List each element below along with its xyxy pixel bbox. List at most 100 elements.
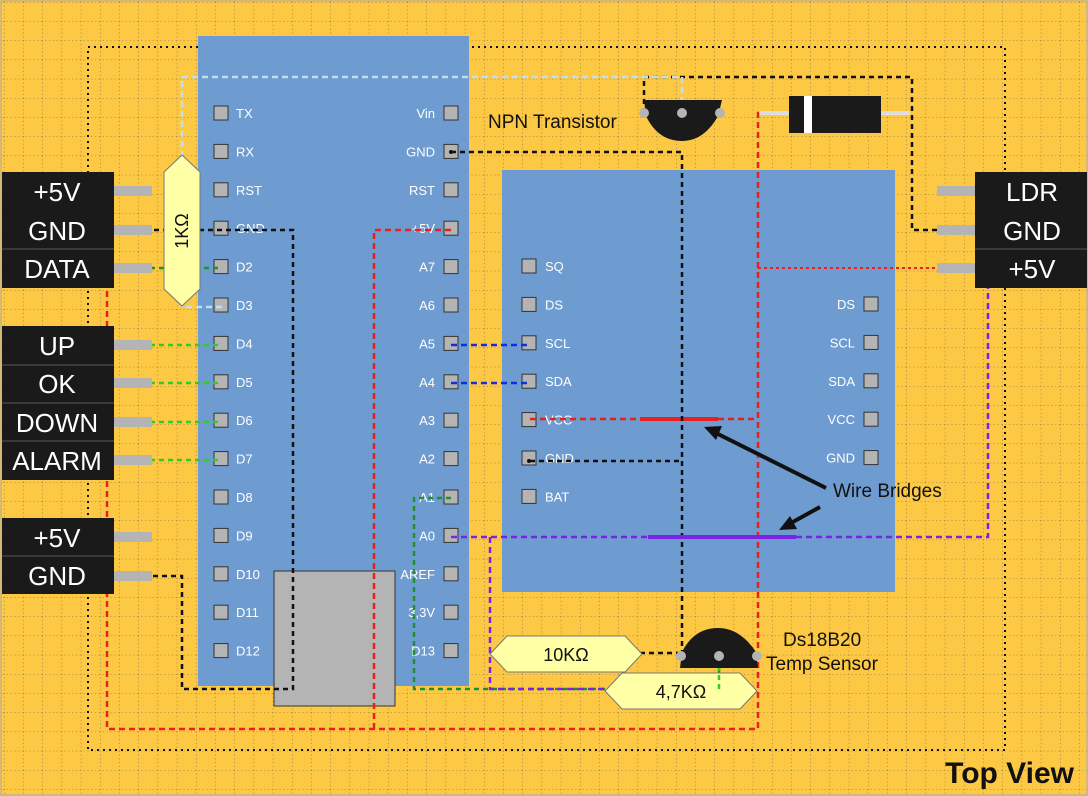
arduino-pin-label-left-4: D2 bbox=[236, 260, 253, 275]
arduino-pin-left-5 bbox=[213, 297, 229, 313]
rtc-pin-right-0 bbox=[863, 296, 879, 312]
ldr-connector: LDR GND +5V bbox=[937, 172, 1087, 288]
arduino-pin-left-2 bbox=[213, 182, 229, 198]
rtc-pin-label-left-2: SCL bbox=[545, 336, 570, 351]
arduino-pin-label-left-2: RST bbox=[236, 183, 262, 198]
arduino-pin-left-6 bbox=[213, 335, 229, 351]
arduino-pin-label-left-5: D3 bbox=[236, 298, 253, 313]
temp-sensor: Ds18B20 Temp Sensor bbox=[676, 628, 879, 675]
arduino-pin-left-3 bbox=[213, 220, 229, 236]
arduino-pin-label-right-13: 3,3V bbox=[408, 605, 435, 620]
rtc-pin-right-4 bbox=[863, 450, 879, 466]
rtc-module bbox=[502, 170, 895, 592]
arduino-pin-label-right-10: A1 bbox=[419, 490, 435, 505]
resistor-10k-label: 10KΩ bbox=[543, 645, 588, 665]
arduino-pin-right-9 bbox=[443, 451, 459, 467]
arduino-pin-right-0 bbox=[443, 105, 459, 121]
arduino-pin-left-11 bbox=[213, 527, 229, 543]
arduino-pin-label-right-3: +5V bbox=[412, 221, 436, 236]
rtc-pin-label-left-6: BAT bbox=[545, 489, 569, 504]
arduino-pin-label-right-4: A7 bbox=[419, 260, 435, 275]
resistor-1k: 1KΩ bbox=[163, 154, 201, 307]
arduino-pin-right-2 bbox=[443, 182, 459, 198]
resistor-1k-label: 1KΩ bbox=[172, 213, 192, 248]
arduino-pin-label-right-2: RST bbox=[409, 183, 435, 198]
arduino-pin-left-14 bbox=[213, 643, 229, 659]
arduino-pin-label-right-11: A0 bbox=[419, 528, 435, 543]
arduino-pin-label-left-7: D5 bbox=[236, 375, 253, 390]
arduino-pin-right-4 bbox=[443, 259, 459, 275]
arduino-pin-label-left-6: D4 bbox=[236, 336, 253, 351]
temp-sensor-label-2: Temp Sensor bbox=[766, 654, 879, 675]
arduino-pin-left-4 bbox=[213, 259, 229, 275]
arduino-pin-label-right-5: A6 bbox=[419, 298, 435, 313]
ldr-pin-gnd: GND bbox=[1003, 216, 1061, 246]
arduino-pin-right-14 bbox=[443, 643, 459, 659]
rtc-pin-label-right-4: GND bbox=[826, 451, 855, 466]
arduino-pin-right-6 bbox=[443, 335, 459, 351]
wire-10k-a0 bbox=[488, 537, 608, 691]
arduino-pin-label-right-0: Vin bbox=[416, 106, 435, 121]
rtc-pin-label-right-1: SCL bbox=[830, 335, 855, 350]
arduino-pin-label-right-9: A2 bbox=[419, 452, 435, 467]
temp-sensor-label-1: Ds18B20 bbox=[783, 630, 861, 651]
arduino-pin-label-left-0: TX bbox=[236, 106, 253, 121]
resistor-4k7: 4,7KΩ bbox=[604, 672, 758, 710]
display-pin-data: DATA bbox=[24, 254, 90, 284]
wire-transistor-ldr-gnd bbox=[642, 75, 950, 232]
button-label-ok: OK bbox=[38, 369, 76, 399]
power-connector: +5V GND bbox=[2, 518, 152, 594]
rtc-pin-label-left-1: DS bbox=[545, 297, 563, 312]
arduino-pin-label-left-3: GND bbox=[236, 221, 265, 236]
rtc-pin-right-2 bbox=[863, 373, 879, 389]
wire-gnd-transistor bbox=[451, 150, 684, 655]
ldr-pin-ldr: LDR bbox=[1006, 177, 1058, 207]
rtc-pin-left-2 bbox=[521, 335, 537, 351]
arduino-pins: TXRXRSTGNDD2D3D4D5D6D7D8D9D10D11D12VinGN… bbox=[213, 105, 459, 659]
resistor-4k7-label: 4,7KΩ bbox=[656, 682, 706, 702]
arduino-pin-label-right-7: A4 bbox=[419, 375, 435, 390]
arduino-pin-left-9 bbox=[213, 451, 229, 467]
rtc-pin-left-3 bbox=[521, 373, 537, 389]
display-pin-gnd: GND bbox=[28, 216, 86, 246]
arduino-pin-label-left-10: D8 bbox=[236, 490, 253, 505]
arduino-pin-left-1 bbox=[213, 143, 229, 159]
arduino-pin-label-left-9: D7 bbox=[236, 452, 253, 467]
arduino-pin-label-left-8: D6 bbox=[236, 413, 253, 428]
arduino-pin-right-5 bbox=[443, 297, 459, 313]
arduino-pin-left-13 bbox=[213, 604, 229, 620]
arduino-pin-label-left-11: D9 bbox=[236, 528, 253, 543]
pin-dot-1 bbox=[527, 459, 531, 463]
arduino-pin-right-3 bbox=[443, 220, 459, 236]
arduino-pin-right-13 bbox=[443, 604, 459, 620]
arduino-pin-label-left-14: D12 bbox=[236, 644, 260, 659]
rtc-pin-left-1 bbox=[521, 296, 537, 312]
rtc-pin-label-right-3: VCC bbox=[828, 412, 855, 427]
button-label-down: DOWN bbox=[16, 408, 98, 438]
rtc-pin-right-1 bbox=[863, 334, 879, 350]
display-connector: +5V GND DATA bbox=[2, 172, 152, 288]
arduino-pin-right-8 bbox=[443, 412, 459, 428]
rtc-pin-label-right-2: SDA bbox=[828, 374, 855, 389]
page-title: Top View bbox=[945, 757, 1075, 790]
rtc-pin-label-left-5: GND bbox=[545, 451, 574, 466]
rtc-pin-label-left-0: SQ bbox=[545, 259, 564, 274]
rtc-pin-label-left-4: VCC bbox=[545, 413, 572, 428]
arduino-pin-label-right-1: GND bbox=[406, 144, 435, 159]
wire-bridges-annotation: Wire Bridges bbox=[704, 426, 942, 530]
arduino-pin-right-12 bbox=[443, 566, 459, 582]
rtc-pin-left-6 bbox=[521, 488, 537, 504]
arduino-pin-label-left-1: RX bbox=[236, 144, 254, 159]
resistor-10k: 10KΩ bbox=[489, 635, 643, 673]
outer-gnd-rail bbox=[87, 46, 1006, 751]
button-label-up: UP bbox=[39, 331, 75, 361]
arduino-pin-right-11 bbox=[443, 527, 459, 543]
rtc-pin-right-3 bbox=[863, 411, 879, 427]
wire-arduino-5v bbox=[372, 228, 451, 729]
wire-bridges-label: Wire Bridges bbox=[833, 481, 942, 502]
buttons-connector: UP OK DOWN ALARM bbox=[2, 326, 152, 480]
